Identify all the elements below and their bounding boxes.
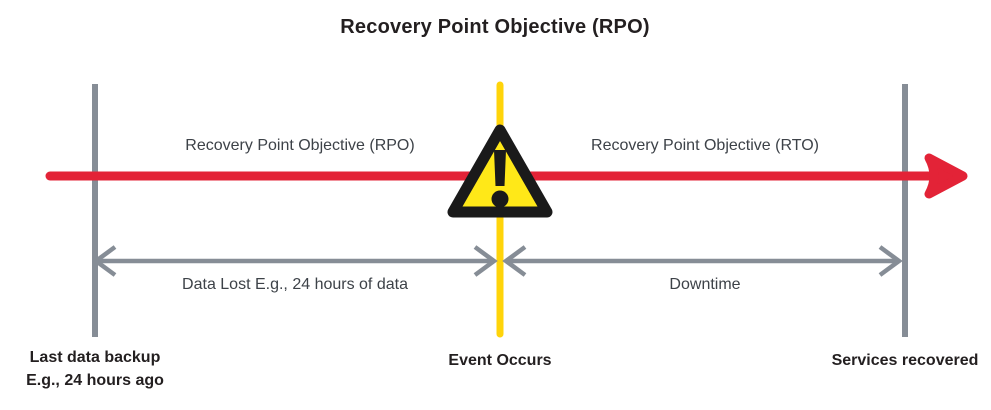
downtime-label: Downtime [669, 276, 741, 293]
rto-segment-label: Recovery Point Objective (RTO) [591, 137, 819, 154]
backup-milestone-label: Last data backup E.g., 24 hours ago [26, 346, 164, 392]
data-lost-label: Data Lost E.g., 24 hours of data [182, 276, 408, 293]
rpo-segment-label: Recovery Point Objective (RPO) [185, 137, 415, 154]
backup-milestone-line2: E.g., 24 hours ago [26, 372, 164, 389]
rto-span-right-chevron-icon [878, 245, 903, 277]
warning-triangle-icon [447, 124, 553, 218]
warning-exclamation-bar [494, 150, 506, 186]
event-milestone-label: Event Occurs [448, 352, 552, 369]
recovered-milestone-label: Services recovered [831, 352, 979, 369]
backup-milestone-line1: Last data backup [29, 349, 161, 366]
rpo-span-left-chevron-icon [92, 245, 117, 277]
page-title: Recovery Point Objective (RPO) [340, 16, 650, 38]
red-arrowhead-icon [924, 153, 968, 199]
rto-span-arrow [502, 245, 903, 277]
rto-span-left-chevron-icon [502, 245, 527, 277]
rpo-span-arrow [92, 245, 498, 277]
rpo-span-right-chevron-icon [473, 245, 498, 277]
warning-exclamation-dot [491, 190, 509, 208]
